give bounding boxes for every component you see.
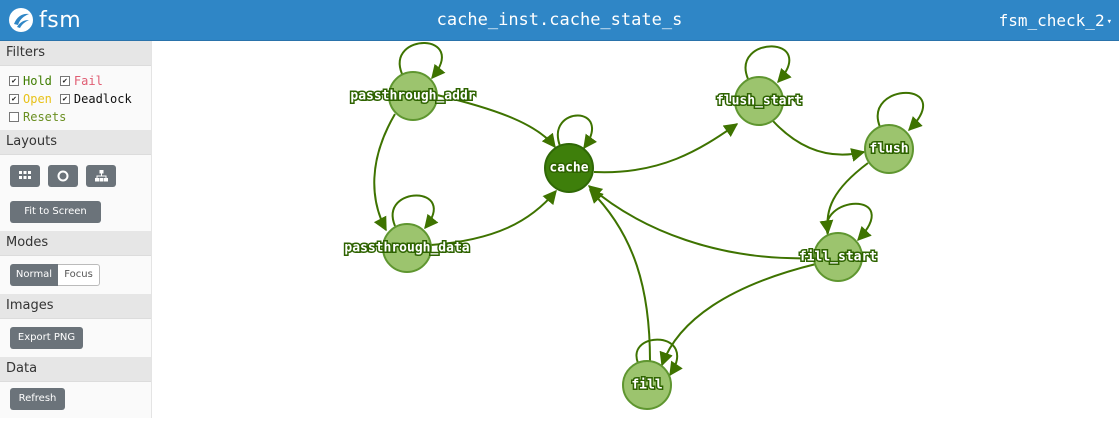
state-node-passthrough-data[interactable]: passthrough_data xyxy=(343,223,471,273)
page-title: cache_inst.cache_state_s xyxy=(436,10,683,30)
state-label: passthrough_data xyxy=(344,241,469,256)
filter-fail-checkbox[interactable]: ✔Fail xyxy=(59,74,103,88)
state-node-fill-start[interactable]: fill_start xyxy=(797,232,879,282)
layouts-heading: Layouts xyxy=(0,130,151,155)
mode-toggle: Normal Focus xyxy=(0,256,151,294)
state-circle xyxy=(382,223,432,273)
data-heading: Data xyxy=(0,357,151,382)
checkbox-checked-icon: ✔ xyxy=(9,94,19,104)
fsm-graph: passthrough_addr passthrough_data cache flu… xyxy=(343,42,925,410)
transition-fill-to-cache[interactable] xyxy=(589,189,651,362)
transition-fill-start-to-cache[interactable] xyxy=(587,185,818,260)
state-node-cache[interactable]: cache xyxy=(544,143,594,193)
transition-fill-start-to-fill[interactable] xyxy=(659,263,817,367)
chevron-down-icon: ▾ xyxy=(1106,16,1112,27)
state-label: flush_start xyxy=(716,94,802,109)
filter-resets-label: Resets xyxy=(23,110,67,124)
filter-deadlock-label: Deadlock xyxy=(73,92,132,106)
checkbox-checked-icon: ✔ xyxy=(59,76,70,86)
sidebar: Filters ✔Hold ✔Fail ✔Open ✔Deadlock Rese… xyxy=(0,41,152,418)
state-label: fill xyxy=(631,378,662,393)
state-circle xyxy=(622,360,672,410)
transition-passthrough-addr-to-passthrough-data[interactable] xyxy=(373,113,396,232)
logo-icon xyxy=(9,8,33,32)
state-circle xyxy=(544,143,594,193)
filter-resets-checkbox[interactable]: Resets xyxy=(9,110,66,124)
filters-panel: ✔Hold ✔Fail ✔Open ✔Deadlock Resets xyxy=(0,66,151,130)
fit-to-screen-button[interactable]: Fit to Screen xyxy=(10,201,101,223)
modes-heading: Modes xyxy=(0,231,151,256)
transition-flush-start-to-flush[interactable] xyxy=(772,120,866,162)
state-label: passthrough_addr xyxy=(350,89,475,104)
circle-icon xyxy=(57,170,69,182)
checkbox-checked-icon: ✔ xyxy=(9,76,19,86)
transition-passthrough-data-to-cache[interactable] xyxy=(430,189,557,246)
hierarchy-layout-button[interactable] xyxy=(86,165,116,187)
filter-hold-label: Hold xyxy=(23,74,52,88)
circle-layout-button[interactable] xyxy=(48,165,78,187)
mode-normal-button[interactable]: Normal xyxy=(10,264,58,286)
state-circle xyxy=(864,124,914,174)
state-node-flush[interactable]: flush xyxy=(864,124,914,174)
hierarchy-icon xyxy=(94,170,108,182)
state-circle xyxy=(813,232,863,282)
transition-fill-to-fill[interactable] xyxy=(635,338,683,377)
transition-cache-to-flush-start[interactable] xyxy=(593,123,739,174)
mode-focus-button[interactable]: Focus xyxy=(58,264,100,286)
images-heading: Images xyxy=(0,294,151,319)
export-png-button[interactable]: Export PNG xyxy=(10,327,83,349)
state-circle xyxy=(734,76,784,126)
filter-open-label: Open xyxy=(23,92,52,106)
transition-flush-start-to-flush-start[interactable] xyxy=(744,45,792,84)
transition-passthrough-data-to-passthrough-data[interactable] xyxy=(391,194,439,230)
checkbox-checked-icon: ✔ xyxy=(59,94,70,104)
state-circle xyxy=(388,71,438,121)
state-label: flush xyxy=(869,142,908,157)
state-node-fill[interactable]: fill xyxy=(622,360,672,410)
transition-cache-to-cache[interactable] xyxy=(556,114,598,150)
grid-layout-button[interactable] xyxy=(10,165,40,187)
filter-fail-label: Fail xyxy=(73,74,103,88)
app-logo[interactable]: fsm xyxy=(8,6,81,34)
filter-hold-checkbox[interactable]: ✔ Hold xyxy=(9,74,52,88)
header-bar: fsm cache_inst.cache_state_s fsm_check_2… xyxy=(0,0,1119,41)
filter-open-checkbox[interactable]: ✔ Open xyxy=(9,92,52,106)
filters-heading: Filters xyxy=(0,41,151,66)
refresh-button[interactable]: Refresh xyxy=(10,388,65,410)
transition-fill-start-to-fill-start[interactable] xyxy=(825,202,873,242)
state-node-flush-start[interactable]: flush_start xyxy=(714,76,804,126)
state-label: cache xyxy=(549,161,588,176)
checkbox-unchecked-icon xyxy=(9,112,19,122)
transition-passthrough-addr-to-passthrough-addr[interactable] xyxy=(398,42,446,80)
fsm-graph-canvas[interactable]: passthrough_addr passthrough_data cache flu… xyxy=(152,41,1119,418)
filter-deadlock-checkbox[interactable]: ✔Deadlock xyxy=(59,92,132,106)
transition-passthrough-addr-to-cache[interactable] xyxy=(436,94,556,149)
logo-text: fsm xyxy=(39,7,82,33)
layout-buttons xyxy=(0,155,151,187)
fsm-selector-label: fsm_check_2 xyxy=(998,11,1105,30)
state-node-passthrough-addr[interactable]: passthrough_addr xyxy=(349,71,477,121)
transition-flush-to-fill-start[interactable] xyxy=(819,162,869,235)
state-label: fill_start xyxy=(799,250,877,265)
fsm-selector-dropdown[interactable]: fsm_check_2▾ xyxy=(999,11,1112,30)
grid-icon xyxy=(19,171,31,179)
transition-flush-to-flush[interactable] xyxy=(876,92,925,132)
